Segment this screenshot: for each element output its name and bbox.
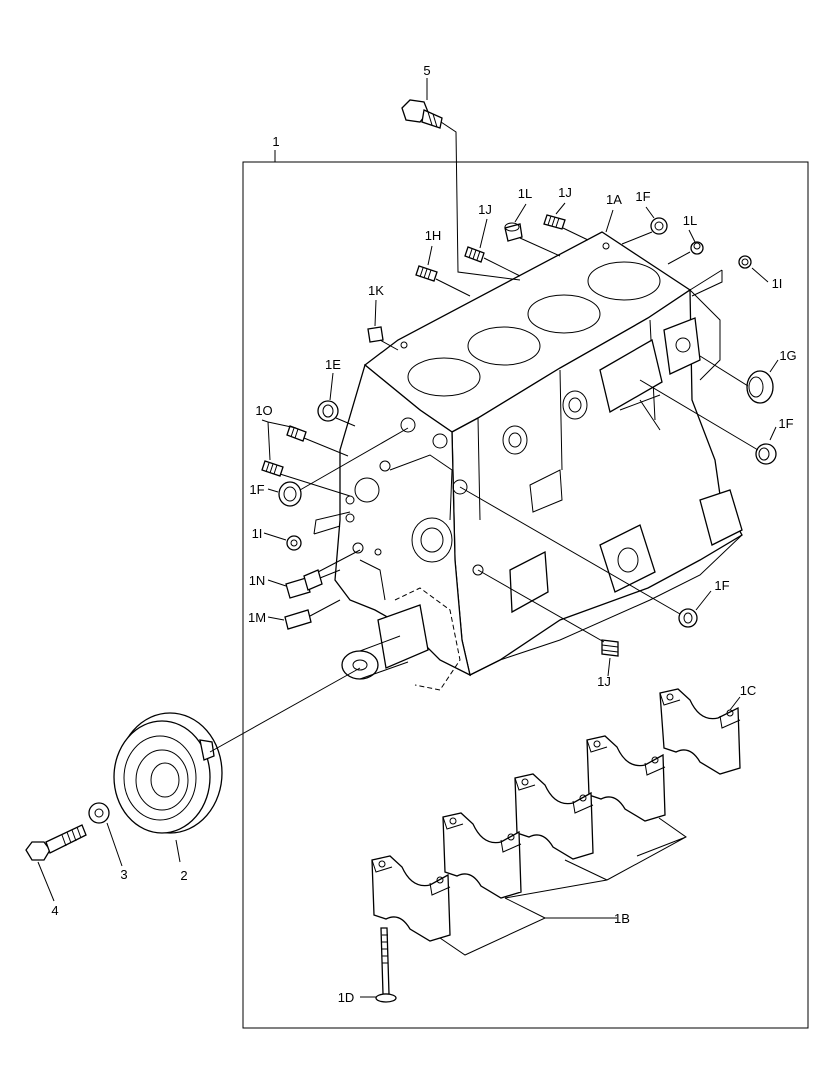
callout-1M: 1M bbox=[248, 610, 266, 625]
callout-1O: 1O bbox=[255, 403, 272, 418]
callout-1L-b: 1L bbox=[683, 213, 697, 228]
part-1L-cap-a bbox=[504, 222, 523, 242]
callout-1I-a: 1I bbox=[772, 276, 783, 291]
part-1F-cup-plug-left bbox=[278, 481, 302, 507]
part-1J-plug-top-a bbox=[464, 246, 485, 263]
callout-5: 5 bbox=[423, 63, 430, 78]
part-1I-cap-left bbox=[286, 535, 302, 551]
callout-1: 1 bbox=[272, 134, 279, 149]
callout-1N: 1N bbox=[249, 573, 266, 588]
callout-1F-a: 1F bbox=[635, 189, 650, 204]
callout-2: 2 bbox=[180, 868, 187, 883]
part-1B-main-bearing-cap-2 bbox=[442, 812, 522, 899]
part-1L-cap-b bbox=[690, 241, 704, 255]
part-1O-plug-b bbox=[261, 460, 284, 477]
part-1F-cup-plug-right bbox=[755, 443, 777, 465]
callout-1J-a: 1J bbox=[478, 202, 492, 217]
part-2-crank-pulley bbox=[113, 712, 223, 834]
callout-1D: 1D bbox=[338, 990, 355, 1005]
part-1B-main-bearing-cap-1 bbox=[371, 855, 451, 942]
callout-1A: 1A bbox=[606, 192, 622, 207]
callout-1E: 1E bbox=[325, 357, 341, 372]
callout-1F-c: 1F bbox=[249, 482, 264, 497]
callout-1G: 1G bbox=[779, 348, 796, 363]
callout-1L-a: 1L bbox=[518, 186, 532, 201]
callout-1J-c: 1J bbox=[597, 674, 611, 689]
part-1B-main-bearing-cap-3 bbox=[514, 773, 594, 860]
part-1F-cup-plug-top bbox=[650, 217, 668, 235]
callout-1F-b: 1F bbox=[778, 416, 793, 431]
leader-lines bbox=[37, 78, 779, 998]
callout-1I-b: 1I bbox=[252, 526, 263, 541]
part-1K-cap bbox=[367, 326, 384, 343]
part-1F-cup-plug-lower bbox=[678, 608, 698, 628]
callout-1F-d: 1F bbox=[714, 578, 729, 593]
callout-1C: 1C bbox=[740, 683, 757, 698]
part-1J-plug-bottom bbox=[601, 639, 619, 657]
part-1M-pin bbox=[284, 609, 312, 630]
part-5-plug-bolt bbox=[401, 99, 443, 129]
callout-1J-b: 1J bbox=[558, 185, 572, 200]
part-1C-main-bearing-cap-rear bbox=[659, 688, 741, 775]
part-1J-plug-top-b bbox=[543, 214, 566, 230]
part-1G-seal bbox=[746, 370, 774, 404]
part-1E-plug bbox=[317, 400, 339, 422]
assembly-frame bbox=[242, 161, 809, 1029]
callout-labels: 5 1 1J 1L 1J 1A 1F 1L 1H 1I 1K 1G 1E 1O … bbox=[51, 63, 796, 1005]
callout-1B: 1B bbox=[614, 911, 630, 926]
part-1B-main-bearing-cap-4 bbox=[586, 735, 666, 822]
part-1D-cap-bolt bbox=[375, 927, 397, 1003]
callout-4: 4 bbox=[51, 903, 58, 918]
crankshaft-snout bbox=[341, 587, 461, 691]
part-1H-plug bbox=[415, 265, 438, 282]
cylinder-block bbox=[334, 231, 743, 677]
part-3-washer bbox=[88, 802, 110, 824]
part-1O-plug-a bbox=[286, 425, 307, 442]
part-1N-dowel bbox=[285, 569, 323, 599]
callout-3: 3 bbox=[120, 867, 127, 882]
part-4-pulley-bolt bbox=[25, 824, 87, 861]
callout-1H: 1H bbox=[425, 228, 442, 243]
part-1I-cap-right bbox=[738, 255, 752, 269]
callout-1K: 1K bbox=[368, 283, 384, 298]
